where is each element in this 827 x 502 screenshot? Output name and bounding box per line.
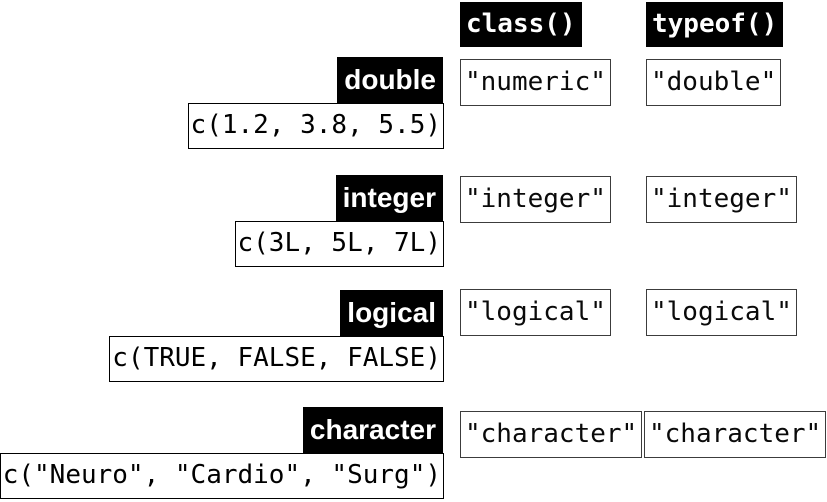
typeof-result-double: "double" bbox=[646, 59, 782, 106]
typeof-result-logical: "logical" bbox=[646, 289, 797, 336]
class-function-header: class() bbox=[460, 2, 582, 47]
class-result-character: "character" bbox=[460, 411, 643, 458]
class-result-logical: "logical" bbox=[460, 289, 611, 336]
typeof-function-header: typeof() bbox=[646, 2, 784, 47]
type-label-double: double bbox=[337, 57, 443, 103]
code-box-double: c(1.2, 3.8, 5.5) bbox=[187, 103, 444, 149]
type-label-integer: integer bbox=[335, 175, 443, 221]
code-box-logical: c(TRUE, FALSE, FALSE) bbox=[109, 336, 444, 382]
class-result-double: "numeric" bbox=[460, 59, 611, 106]
typeof-result-integer: "integer" bbox=[646, 176, 797, 223]
code-box-integer: c(3L, 5L, 7L) bbox=[234, 221, 444, 267]
class-result-integer: "integer" bbox=[460, 176, 611, 223]
typeof-result-character: "character" bbox=[644, 411, 827, 458]
type-label-logical: logical bbox=[340, 290, 443, 336]
type-label-character: character bbox=[302, 407, 443, 453]
code-box-character: c("Neuro", "Cardio", "Surg") bbox=[0, 453, 444, 499]
